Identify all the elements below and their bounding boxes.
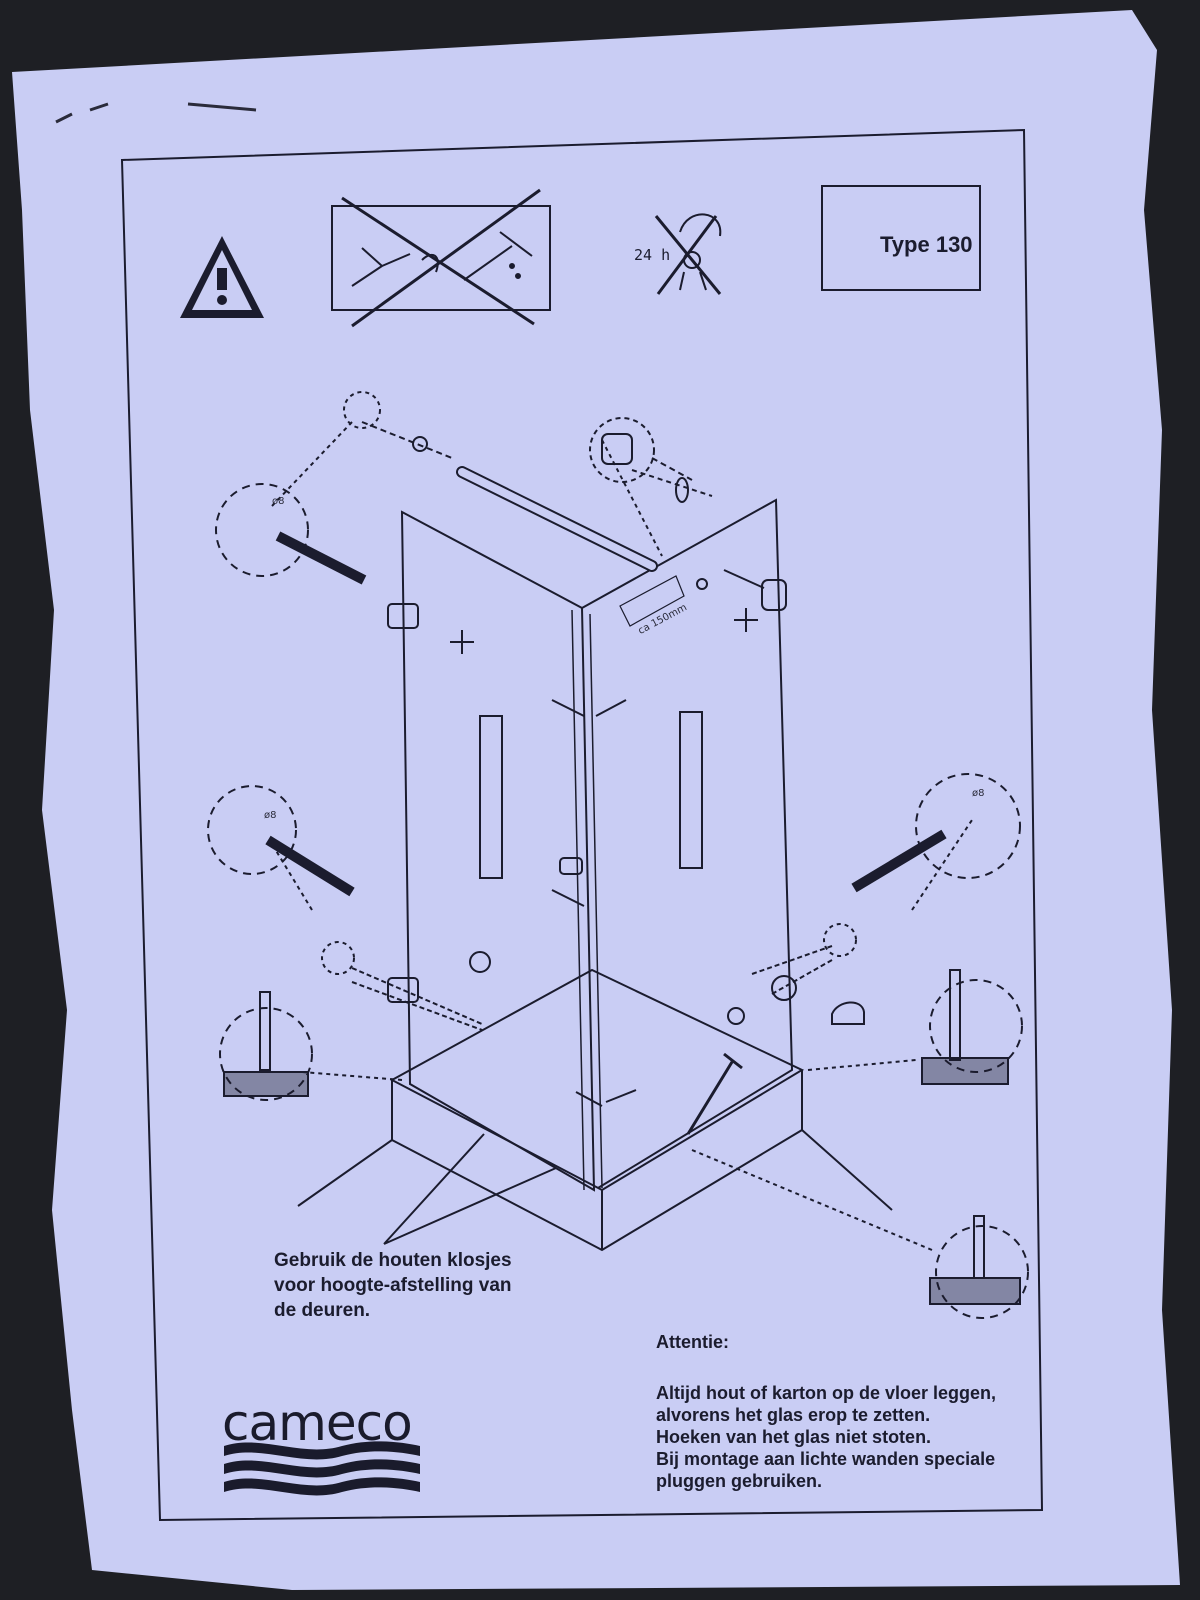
blocks-note-line: Gebruik de houten klosjes — [274, 1250, 512, 1271]
type-label: Type 130 — [880, 232, 973, 257]
brand-logo: cameco — [222, 1394, 413, 1452]
no-drilling-near-pipes-icon — [331, 188, 551, 328]
glass-seal-detail-icon — [219, 969, 1029, 1319]
type-box — [821, 185, 981, 291]
note-pointer-lines — [383, 1133, 557, 1245]
warning-triangle-icon — [180, 236, 264, 318]
frame-border — [120, 128, 1044, 1522]
attention-line: alvorens het glas erop te zetten. — [656, 1405, 931, 1425]
instruction-sheet: Type 130 24 h ø8 ø8 ø8 ca 150mm Gebruik … — [12, 10, 1180, 1590]
attention-line: Hoeken van het glas niet stoten. — [656, 1427, 932, 1447]
dimension-label: ø8 — [272, 496, 285, 507]
dimension-label: ø8 — [264, 810, 277, 821]
instruction-diagram — [12, 10, 1180, 1590]
staple-marks — [55, 102, 257, 124]
clock-label: 24 h — [634, 246, 671, 264]
attention-title: Attentie: — [656, 1332, 729, 1352]
brand-waves-icon — [224, 1441, 420, 1496]
hinge-detail-icon — [589, 417, 713, 503]
anchor-detail-icon — [321, 391, 865, 1031]
blocks-note: Gebruik de houten klosjes voor hoogte-af… — [274, 1248, 574, 1323]
attention-body: Altijd hout of karton op de vloer leggen… — [656, 1382, 1076, 1492]
attention-line: pluggen gebruiken. — [656, 1471, 823, 1491]
shower-enclosure-drawing — [271, 421, 973, 1252]
attention-line: Altijd hout of karton op de vloer leggen… — [656, 1383, 997, 1403]
drill-bit-icon — [207, 483, 1021, 897]
paper — [12, 10, 1180, 1590]
dimension-label: ø8 — [972, 788, 985, 799]
attention-line: Bij montage aan lichte wanden speciale — [656, 1449, 996, 1469]
blocks-note-line: de deuren. — [274, 1300, 371, 1321]
blocks-note-line: voor hoogte-afstelling van — [274, 1275, 512, 1296]
wait-24h-no-shower-icon — [654, 213, 722, 295]
